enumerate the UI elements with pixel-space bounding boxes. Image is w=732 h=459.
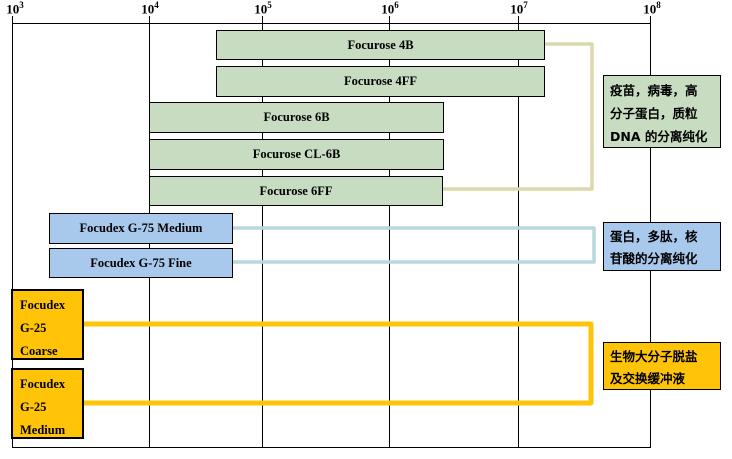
tick-exponent: 8 — [656, 0, 661, 10]
x-tick-mark — [389, 16, 390, 24]
annotation-line: 苷酸的分离纯化 — [610, 251, 698, 266]
x-tick-mark — [518, 16, 519, 24]
annotation-line: 及交换缓冲液 — [610, 371, 686, 386]
tick-exponent: 3 — [19, 0, 24, 10]
tick-base: 10 — [381, 1, 395, 17]
bar-label-line: G-25 — [20, 321, 47, 335]
annotation-line: 蛋白，多肽，核 — [610, 229, 698, 244]
x-tick-label-1e7: 107 — [510, 0, 528, 17]
tick-exponent: 5 — [267, 0, 272, 10]
x-tick-label-1e3: 103 — [6, 0, 24, 17]
annotation-line: 分子蛋白，质粒 — [610, 106, 698, 121]
tick-base: 10 — [141, 1, 155, 17]
bar-label-line: Focudex — [20, 298, 66, 312]
x-tick-label-1e6: 106 — [381, 0, 399, 17]
bar-focurose-4ff: Focurose 4FF — [216, 66, 545, 97]
bar-focurose-6ff: Focurose 6FF — [149, 176, 443, 206]
bar-label: Focurose 6FF — [259, 183, 333, 198]
x-tick-label-1e4: 104 — [141, 0, 159, 17]
bar-label: Focurose CL-6B — [252, 147, 341, 161]
annotation-g25-applications: 生物大分子脱盐 及交换缓冲液 — [603, 342, 721, 390]
bar-label: Focurose 4FF — [343, 74, 418, 88]
annotation-line: 生物大分子脱盐 — [610, 349, 698, 364]
bar-focudex-g25-medium: Focudex G-25 Medium — [11, 368, 84, 439]
tick-exponent: 7 — [523, 0, 528, 10]
bar-focudex-g25-coarse: Focudex G-25 Coarse — [11, 289, 84, 360]
tick-base: 10 — [6, 1, 20, 17]
bar-label: Focurose 4B — [347, 37, 414, 52]
x-tick-mark — [149, 16, 150, 24]
annotation-focurose-applications: 疫苗，病毒，高 分子蛋白，质粒 DNA 的分离纯化 — [603, 75, 721, 148]
bar-focurose-4b: Focurose 4B — [216, 30, 545, 60]
annotation-line: DNA 的分离纯化 — [610, 129, 708, 144]
bar-label-line: Medium — [20, 423, 66, 437]
bar-focudex-g75-fine: Focudex G-75 Fine — [49, 248, 233, 278]
tick-base: 10 — [510, 1, 524, 17]
bar-label-line: G-25 — [20, 400, 47, 414]
bar-focudex-g75-medium: Focudex G-75 Medium — [49, 213, 233, 244]
tick-exponent: 6 — [394, 0, 399, 10]
bar-label: Focudex G-75 Medium — [79, 221, 203, 235]
x-tick-mark — [262, 16, 263, 24]
bar-label-line: Coarse — [20, 344, 58, 358]
tick-exponent: 4 — [154, 0, 159, 10]
bar-label: Focurose 6B — [263, 110, 330, 124]
x-tick-mark — [12, 16, 13, 24]
x-tick-label-1e5: 105 — [254, 0, 272, 17]
bar-focurose-cl-6b: Focurose CL-6B — [149, 139, 444, 170]
bar-label-line: Focudex — [20, 377, 66, 391]
annotation-g75-applications: 蛋白，多肽，核 苷酸的分离纯化 — [603, 222, 721, 271]
x-tick-mark — [650, 16, 651, 24]
bar-focurose-6b: Focurose 6B — [149, 102, 444, 133]
tick-base: 10 — [254, 1, 268, 17]
tick-base: 10 — [643, 1, 657, 17]
x-tick-label-1e8: 108 — [643, 0, 661, 17]
annotation-line: 疫苗，病毒，高 — [610, 83, 698, 98]
bar-label: Focudex G-75 Fine — [90, 255, 192, 270]
